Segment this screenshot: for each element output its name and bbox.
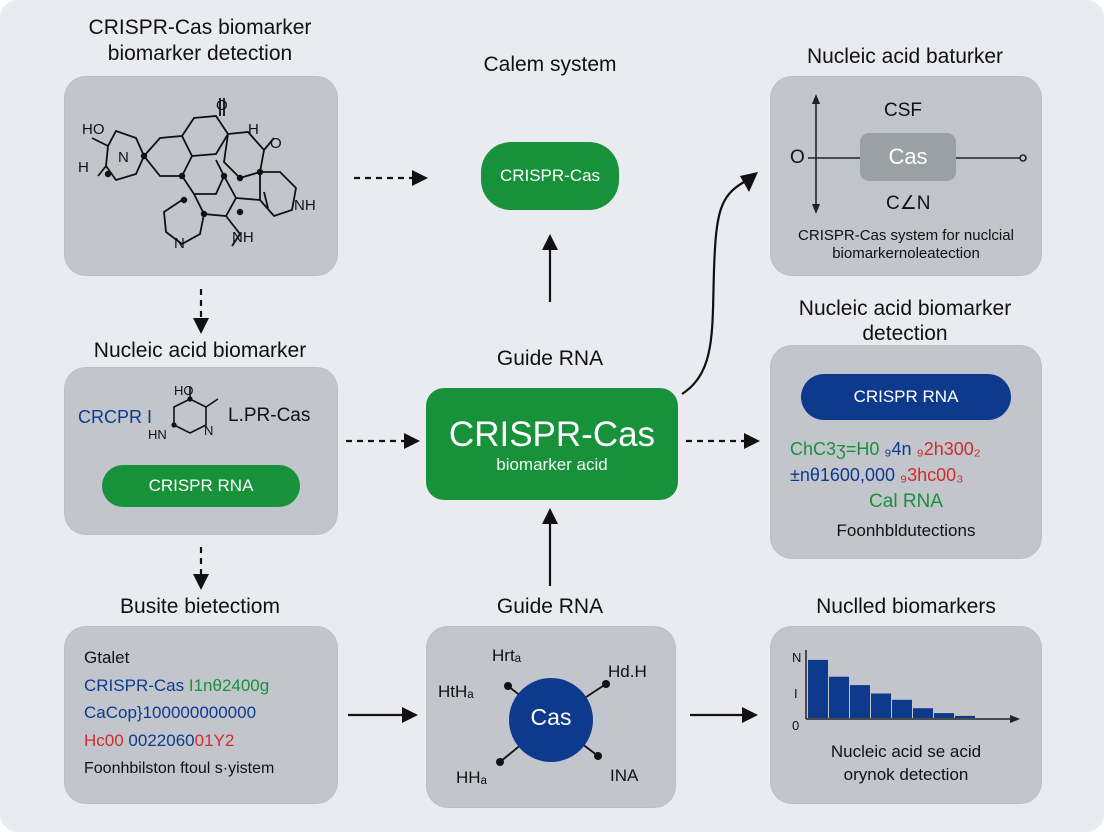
atom-label-ho: HO	[82, 121, 105, 138]
text-crcpr: CRCPR I	[78, 407, 153, 427]
hub-label-bottom-left: HHₐ	[456, 768, 487, 787]
chart-bar-6	[913, 708, 933, 718]
cas-box: Cas	[860, 133, 956, 181]
chart-x-arrow	[1010, 715, 1020, 723]
bottom-left-line1-a: CRISPR-Cas	[84, 676, 185, 695]
bottom-left-line3-a: Hc00	[84, 731, 124, 750]
bottom-left-line2: CaCop}100000000000	[84, 703, 257, 722]
chart-axis-label-mid: I	[794, 686, 798, 701]
chart-bar-8	[955, 715, 975, 718]
hub-label-right: Hd.H	[608, 662, 647, 681]
formula-line2-b: ₉3hc00₃	[900, 465, 964, 485]
chart-bar-7	[934, 713, 954, 718]
title-top-left-line1: CRISPR-Cas biomarker	[88, 16, 312, 39]
chart-axis-label-top: N	[792, 650, 802, 665]
text-lpr-cas: L.PR-Cas	[228, 405, 311, 426]
mol-n: N	[204, 423, 213, 438]
hub-label-left: HtHₐ	[438, 682, 474, 701]
molecule-structure: HO N H O H O NH N NH	[78, 97, 316, 252]
bottom-left-line3: Hc00 002206001Y2	[84, 729, 234, 753]
bottom-right-caption-line2: orynok detection	[843, 765, 969, 784]
panel-bottom-center: Cas Hrtₐ HtHₐ Hd.H HHₐ INA	[426, 626, 676, 808]
formula-line2: ±nθ1600,000 ₉3hc00₃	[790, 463, 964, 487]
pill-crispr-cas-top: CRISPR-Cas	[481, 142, 619, 210]
title-top-center: Calem system	[483, 53, 617, 76]
bottom-right-caption: Nucleic acid se acid orynok detection	[770, 740, 1042, 786]
panel-top-left: HO N H O H O NH N NH	[64, 76, 338, 276]
title-mid-right-line2: detection	[862, 322, 948, 345]
center-crispr-box: CRISPR-Cas biomarker acid	[426, 388, 678, 500]
label-csf: CSF	[884, 100, 922, 121]
mol-hn: HN	[148, 427, 167, 442]
small-molecule: HO HN N	[148, 383, 219, 442]
bottom-left-line1: CRISPR-Cas I1nθ2400g	[84, 674, 269, 698]
formula-line4: Foonhbldutections	[836, 521, 976, 540]
chart-axis-label-zero: 0	[792, 718, 800, 733]
atom-label-nh-bottom: NH	[232, 229, 254, 246]
panel-bottom-right: N I 0 Nucleic acid se acid orynok detect…	[770, 626, 1042, 804]
label-o: O	[790, 147, 805, 168]
bottom-left-line1-b: I1nθ2400g	[188, 676, 270, 695]
atom-label-nh-right: NH	[294, 197, 316, 214]
title-bottom-center: Guide RNA	[496, 595, 604, 618]
title-mid-left: Nucleic acid biomarker	[93, 339, 307, 362]
center-box-title: CRISPR-Cas	[448, 415, 656, 454]
title-top-left-line2: biomarker detection	[107, 42, 293, 65]
pill-crispr-rna-left: CRISPR RNA	[102, 465, 300, 507]
chart-bar-4	[871, 693, 891, 718]
arrow-curve-to-topright	[681, 181, 745, 395]
formula-line1-a: ChC3ʒ=H0	[790, 439, 880, 459]
panel-mid-left: CRCPR I HO HN N L.PR-Cas CRISPR RNA	[64, 367, 338, 535]
top-right-caption-line2: biomarkernoleatection	[832, 245, 980, 262]
molecule-atoms	[104, 152, 264, 218]
chart-bar-1	[808, 659, 828, 718]
formula-line2-a: ±nθ1600,000	[790, 465, 895, 485]
cas-circle	[509, 678, 593, 762]
cas-circle-label: Cas	[530, 704, 572, 730]
atom-label-h-top: H	[248, 121, 259, 138]
formula-line3: Cal RNA	[869, 491, 943, 512]
title-top-left: CRISPR-Cas biomarker biomarker detection	[40, 15, 360, 67]
mol-ho: HO	[174, 383, 194, 398]
chart-bar-5	[892, 699, 912, 718]
bar-chart	[805, 650, 1020, 723]
top-right-caption: CRISPR-Cas system for nuclcial biomarker…	[770, 227, 1042, 263]
atom-label-n: N	[118, 149, 129, 166]
formula-line1: ChC3ʒ=H0 ₉4n ₉2h300₂	[790, 437, 981, 461]
panel-mid-right: CRISPR RNA ChC3ʒ=H0 ₉4n ₉2h300₂ ±nθ1600,…	[770, 345, 1042, 559]
title-mid-right: Nucleic acid biomarker detection	[760, 296, 1050, 346]
title-mid-right-line1: Nucleic acid biomarker	[798, 297, 1012, 320]
bottom-right-caption-line1: Nucleic acid se acid	[830, 742, 982, 761]
center-box-subtitle: biomarker acid	[496, 455, 608, 474]
bottom-left-heading: Gtalet	[84, 648, 130, 667]
formula-line1-c: ₉2h300₂	[916, 439, 981, 459]
title-bottom-right: Nuclled biomarkers	[816, 595, 996, 618]
panel-top-right: CSF O Cas C∠N CRISPR-Cas system for nucl…	[770, 76, 1042, 276]
cas-hub-graphic	[496, 678, 610, 766]
chart-bar-2	[829, 676, 849, 718]
bottom-left-line3-c: 01Y2	[194, 731, 235, 750]
title-top-right: Nucleic acid baturker	[806, 45, 1004, 68]
chart-bar-3	[850, 685, 870, 718]
atom-label-h-left: H	[78, 159, 89, 176]
formula-line1-b: ₉4n	[884, 439, 912, 459]
atom-label-n-bottom: N	[174, 235, 185, 252]
hub-label-top: Hrtₐ	[492, 646, 521, 665]
atom-label-o-top: O	[216, 97, 228, 114]
panel-bottom-left: Gtalet CRISPR-Cas I1nθ2400g CaCop}100000…	[64, 626, 338, 804]
atom-label-o-right: O	[270, 135, 282, 152]
hub-label-bottom-right: INA	[610, 766, 639, 785]
top-right-caption-line1: CRISPR-Cas system for nuclcial	[798, 227, 1014, 244]
title-mid-center: Guide RNA	[496, 347, 604, 370]
cas-axis-graphic	[808, 94, 1027, 214]
bottom-left-line4: Foonhbilston ftoul s·yistem	[84, 760, 275, 777]
title-bottom-left: Busite bietectiom	[120, 595, 280, 618]
label-cn: C∠N	[886, 193, 931, 214]
bottom-left-line3-b: 0022060	[128, 731, 195, 750]
molecule-bonds	[91, 98, 297, 247]
pill-crispr-rna-right: CRISPR RNA	[801, 374, 1011, 420]
